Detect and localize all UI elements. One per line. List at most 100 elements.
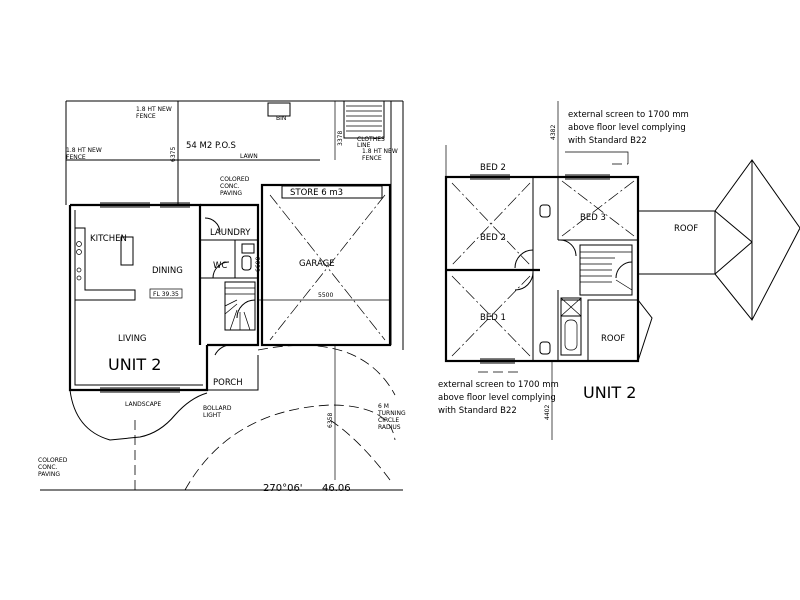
- floor-level-box: [149, 288, 183, 299]
- bollard-label: LIGHT: [203, 412, 221, 419]
- cooktop-icon: [76, 249, 82, 255]
- laundry-tub-icon: [241, 243, 255, 254]
- turning-circle-label: 6 M: [378, 403, 389, 410]
- clothes-line-box: [343, 100, 385, 139]
- bed1-diagonal: [451, 275, 531, 357]
- service-block-wall: [200, 203, 260, 347]
- bollard-label: BOLLARD: [203, 405, 232, 412]
- floor-level-label: FL 39.35: [153, 291, 179, 298]
- dim-5500-label: 5500: [318, 292, 333, 299]
- room-label-porch: PORCH: [213, 378, 243, 388]
- upper-windows: [470, 174, 610, 364]
- dim-4382-label: 4382: [550, 125, 557, 140]
- bin-box: [267, 102, 291, 117]
- landscape-label: LANDSCAPE: [125, 401, 161, 408]
- paving-label: COLORED: [38, 457, 68, 464]
- fence-note: FENCE: [136, 113, 156, 120]
- fence-note: FENCE: [66, 154, 86, 161]
- room-label-garage: GARAGE: [299, 259, 335, 269]
- fence-note: FENCE: [362, 155, 382, 162]
- wc-door-swing: [212, 261, 230, 279]
- unit-title-upper: UNIT 2: [583, 383, 636, 402]
- fence-note: 1.8 HT NEW: [362, 148, 398, 155]
- bin-label: BIN: [276, 115, 286, 122]
- screen-note-bottom: above floor level complying: [438, 393, 556, 403]
- dim-3378-label: 3378: [337, 131, 344, 146]
- roof-label: ROOF: [601, 334, 625, 344]
- roof-hip: [714, 241, 753, 275]
- upper-floor-plan: BED 2 BED 2 BED 3 BED 1 ROOF ROOF UNIT 2…: [438, 101, 800, 440]
- dim-6375-label: 6375: [170, 147, 177, 162]
- turning-circle-label: RADIUS: [378, 424, 401, 431]
- bed3-door-swing: [559, 239, 577, 257]
- paving-label: CONC.: [38, 464, 58, 471]
- entry-door-swing: [214, 344, 234, 356]
- ground-floor-plan: 1.8 HT NEW FENCE 1.8 HT NEW FENCE 1.8 HT…: [38, 100, 406, 494]
- turning-circle-arc: [184, 404, 396, 491]
- screen-note-bottom: with Standard B22: [438, 406, 517, 416]
- bearing-label: 270°06': [263, 483, 303, 494]
- room-label-laundry: LAUNDRY: [210, 228, 251, 238]
- cooktop-icon: [76, 241, 82, 247]
- room-label-bed-1: BED 1: [480, 313, 506, 323]
- kitchen-island: [120, 236, 134, 266]
- pos-label: 54 M2 P.O.S: [186, 141, 236, 151]
- fence-note: 1.8 HT NEW: [136, 106, 172, 113]
- room-label-wc: WC: [213, 261, 227, 271]
- clothes-line-label: CLOTHES: [357, 136, 385, 143]
- bed2-door-swing: [514, 249, 534, 269]
- unit-title-ground: UNIT 2: [108, 355, 161, 374]
- room-label-living: LIVING: [118, 334, 147, 344]
- room-label-kitchen: KITCHEN: [90, 234, 127, 244]
- garage-diagonal: [269, 194, 386, 341]
- bed3-diagonal: [561, 180, 635, 237]
- distance-label: 46.06: [322, 483, 351, 494]
- bath-basin: [564, 319, 578, 351]
- bed2-diagonal: [451, 182, 531, 266]
- room-label-dining: DINING: [152, 266, 183, 276]
- sink-icon: [76, 267, 82, 273]
- sink-icon: [76, 275, 82, 281]
- paving-label: PAVING: [38, 471, 60, 478]
- bath-icon: [560, 299, 582, 356]
- shower-cross: [560, 297, 582, 317]
- paving-label: PAVING: [220, 190, 242, 197]
- turning-circle-arc: [257, 344, 396, 396]
- toilet-icon: [539, 204, 551, 218]
- room-label-bed-2: BED 2: [480, 233, 506, 243]
- roof-right-outline: [637, 159, 800, 321]
- dim-6600-label: 6600: [255, 257, 262, 272]
- fence-note: 1.8 HT NEW: [66, 147, 102, 154]
- toilet-icon: [241, 255, 252, 271]
- clothes-line-label: LINE: [357, 142, 371, 149]
- clothes-line-hatch: [346, 105, 382, 132]
- shower-icon: [560, 297, 582, 317]
- laundry-door-swing: [204, 217, 221, 233]
- dim-4402-label: 4402: [544, 405, 551, 420]
- screen-note-top: external screen to 1700 mm: [568, 110, 689, 120]
- turning-circle-label: TURNING: [377, 410, 406, 417]
- porch-outline: [206, 345, 259, 391]
- turning-circle-arc: [329, 419, 391, 481]
- room-label-bed-3: BED 3: [580, 213, 606, 223]
- screen-leader: [565, 151, 629, 164]
- paving-label: COLORED: [220, 176, 250, 183]
- roof-low-outline: [587, 299, 653, 362]
- house-inner-wall: [74, 210, 203, 386]
- turning-circle-label: CIRCLE: [378, 417, 399, 424]
- paving-label: CONC.: [220, 183, 240, 190]
- roof-label: ROOF: [674, 224, 698, 234]
- dim-6358-label: 6358: [327, 413, 334, 428]
- stair-upper: [579, 244, 633, 296]
- screen-note-bottom: external screen to 1700 mm: [438, 380, 559, 390]
- garage-diagonal: [269, 194, 386, 341]
- room-label-store: STORE 6 m3: [290, 188, 343, 198]
- store-outline: [281, 185, 383, 199]
- house-windows: [100, 202, 190, 393]
- stair-ground: [224, 281, 256, 331]
- screen-note-top: above floor level complying: [568, 123, 686, 133]
- kitchen-bench: [75, 227, 136, 301]
- roof-hip: [714, 210, 753, 243]
- room-label-bed-2-top: BED 2: [480, 163, 506, 173]
